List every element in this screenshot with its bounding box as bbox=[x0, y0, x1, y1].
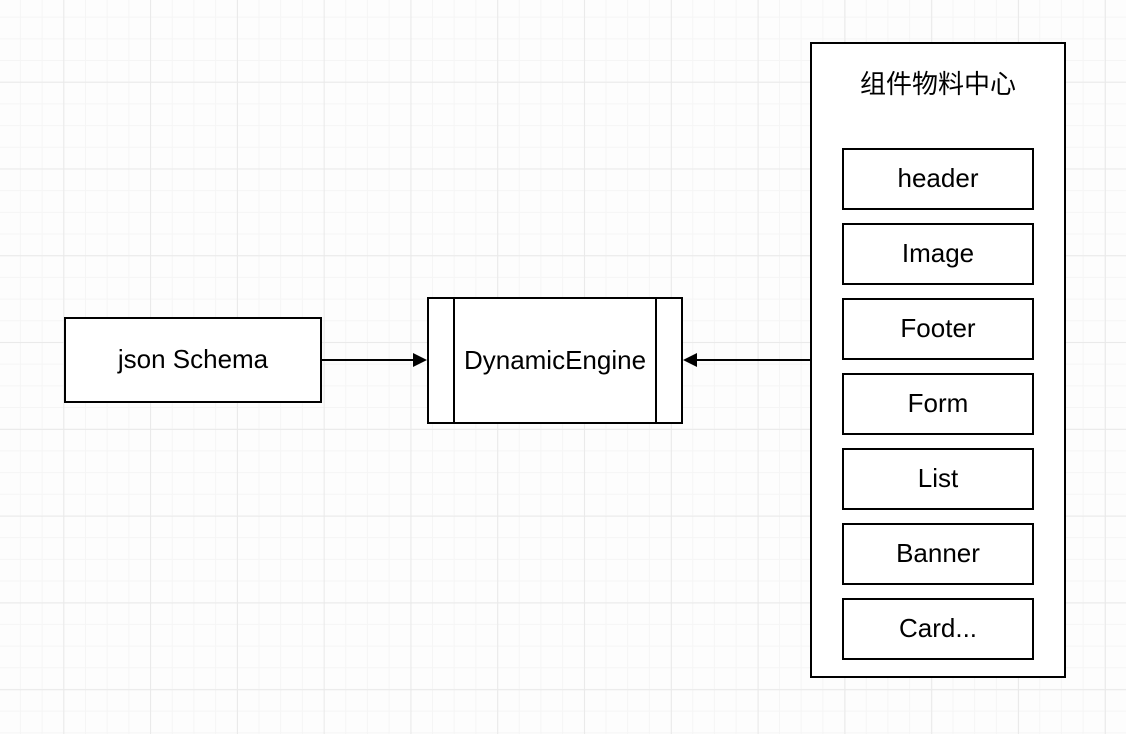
palette-item-banner[interactable]: Banner bbox=[842, 523, 1034, 585]
palette-item-label: header bbox=[897, 163, 979, 194]
node-json-schema-label: json Schema bbox=[117, 344, 269, 375]
node-dynamic-engine[interactable]: DynamicEngine bbox=[427, 297, 683, 424]
arrowhead-left-icon bbox=[683, 353, 697, 367]
palette-item-form[interactable]: Form bbox=[842, 373, 1034, 435]
palette-item-label: Card... bbox=[898, 613, 978, 644]
container-component-material-center[interactable]: 组件物料中心 header Image Footer Form List Ban… bbox=[810, 42, 1066, 678]
palette-item-label: Banner bbox=[896, 538, 980, 569]
palette-item-label: Footer bbox=[900, 313, 976, 344]
node-json-schema[interactable]: json Schema bbox=[64, 317, 322, 403]
palette-item-label: Image bbox=[901, 238, 975, 269]
container-title: 组件物料中心 bbox=[859, 69, 1016, 99]
arrowhead-right-icon bbox=[413, 353, 427, 367]
process-bar-left bbox=[453, 299, 455, 422]
node-dynamic-engine-label: DynamicEngine bbox=[463, 344, 647, 375]
palette-item-image[interactable]: Image bbox=[842, 223, 1034, 285]
process-bar-right bbox=[655, 299, 657, 422]
palette-item-footer[interactable]: Footer bbox=[842, 298, 1034, 360]
palette-list: header Image Footer Form List Banner Car… bbox=[842, 148, 1034, 660]
palette-item-header[interactable]: header bbox=[842, 148, 1034, 210]
palette-item-label: Form bbox=[907, 388, 969, 419]
palette-item-card[interactable]: Card... bbox=[842, 598, 1034, 660]
edge-line bbox=[696, 359, 810, 361]
palette-item-label: List bbox=[917, 463, 959, 494]
edge-line bbox=[322, 359, 415, 361]
palette-item-list[interactable]: List bbox=[842, 448, 1034, 510]
